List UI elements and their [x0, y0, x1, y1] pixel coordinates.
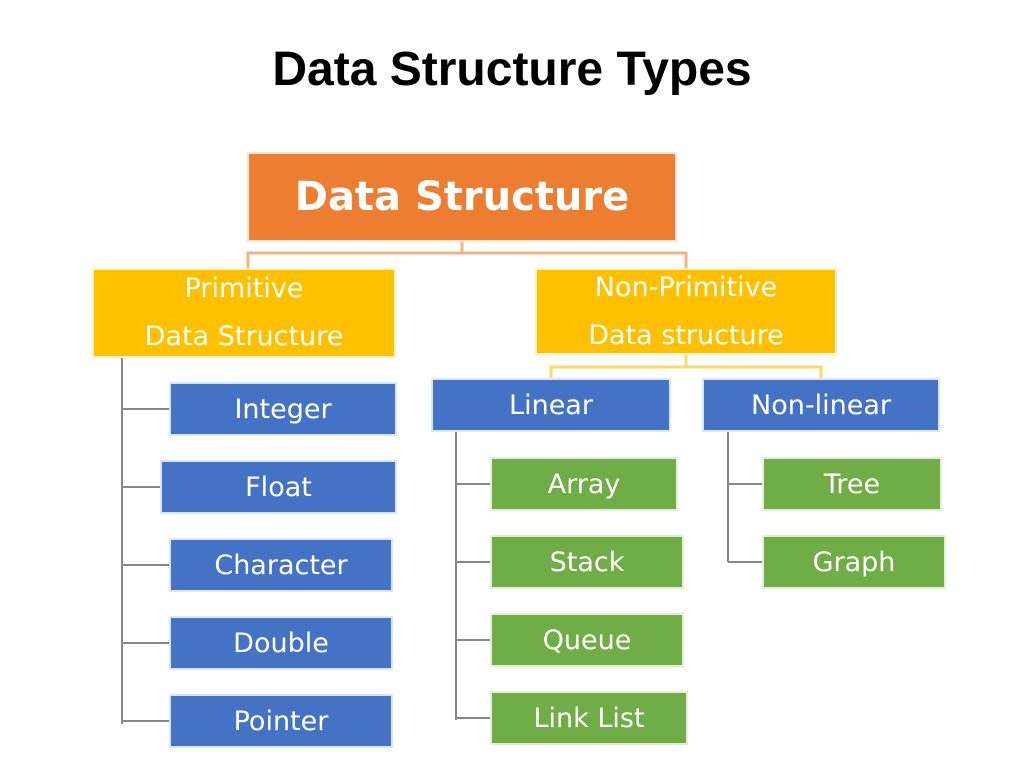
non-linear-item-tree: Tree	[762, 457, 942, 511]
root-label: Data Structure	[294, 174, 630, 220]
non-primitive-node: Non-Primitive Data structure	[535, 268, 837, 355]
primitive-item-character: Character	[169, 538, 393, 592]
root-connector	[246, 242, 688, 270]
page-title: Data Structure Types	[272, 43, 752, 96]
non-linear-node: Non-linear	[702, 378, 940, 432]
linear-item-array: Array	[490, 457, 678, 511]
non-primitive-connector	[549, 355, 823, 380]
non-primitive-label-line1: Non-Primitive	[594, 271, 778, 303]
linear-item-label: Stack	[549, 546, 625, 578]
linear-item-label: Queue	[542, 624, 632, 656]
linear-item-stack: Stack	[490, 535, 684, 589]
linear-label: Linear	[509, 389, 593, 421]
primitive-node: Primitive Data Structure	[92, 268, 396, 358]
primitive-item-label: Integer	[234, 393, 332, 425]
primitive-children-connector	[121, 356, 170, 724]
non-linear-item-graph: Graph	[762, 535, 946, 589]
primitive-label-line2: Data Structure	[144, 321, 344, 352]
primitive-item-label: Character	[214, 549, 348, 581]
primitive-item-float: Float	[160, 460, 397, 514]
primitive-label-line1: Primitive	[184, 273, 304, 304]
non-linear-item-label: Tree	[823, 468, 881, 500]
linear-item-link-list: Link List	[490, 691, 688, 745]
primitive-item-label: Pointer	[233, 705, 329, 737]
non-linear-label: Non-linear	[751, 389, 891, 421]
primitive-item-integer: Integer	[169, 382, 397, 436]
primitive-item-label: Float	[245, 471, 312, 503]
primitive-item-label: Double	[233, 627, 329, 659]
primitive-item-pointer: Pointer	[169, 694, 393, 748]
linear-item-label: Array	[547, 468, 621, 500]
primitive-item-double: Double	[169, 616, 393, 670]
non-primitive-label-line2: Data structure	[588, 319, 784, 351]
non-linear-children-connector	[727, 430, 763, 563]
linear-item-label: Link List	[533, 702, 645, 734]
linear-children-connector	[455, 430, 491, 720]
non-linear-item-label: Graph	[812, 546, 896, 578]
linear-item-queue: Queue	[490, 613, 684, 667]
linear-node: Linear	[431, 378, 671, 432]
root-node: Data Structure	[247, 152, 677, 242]
